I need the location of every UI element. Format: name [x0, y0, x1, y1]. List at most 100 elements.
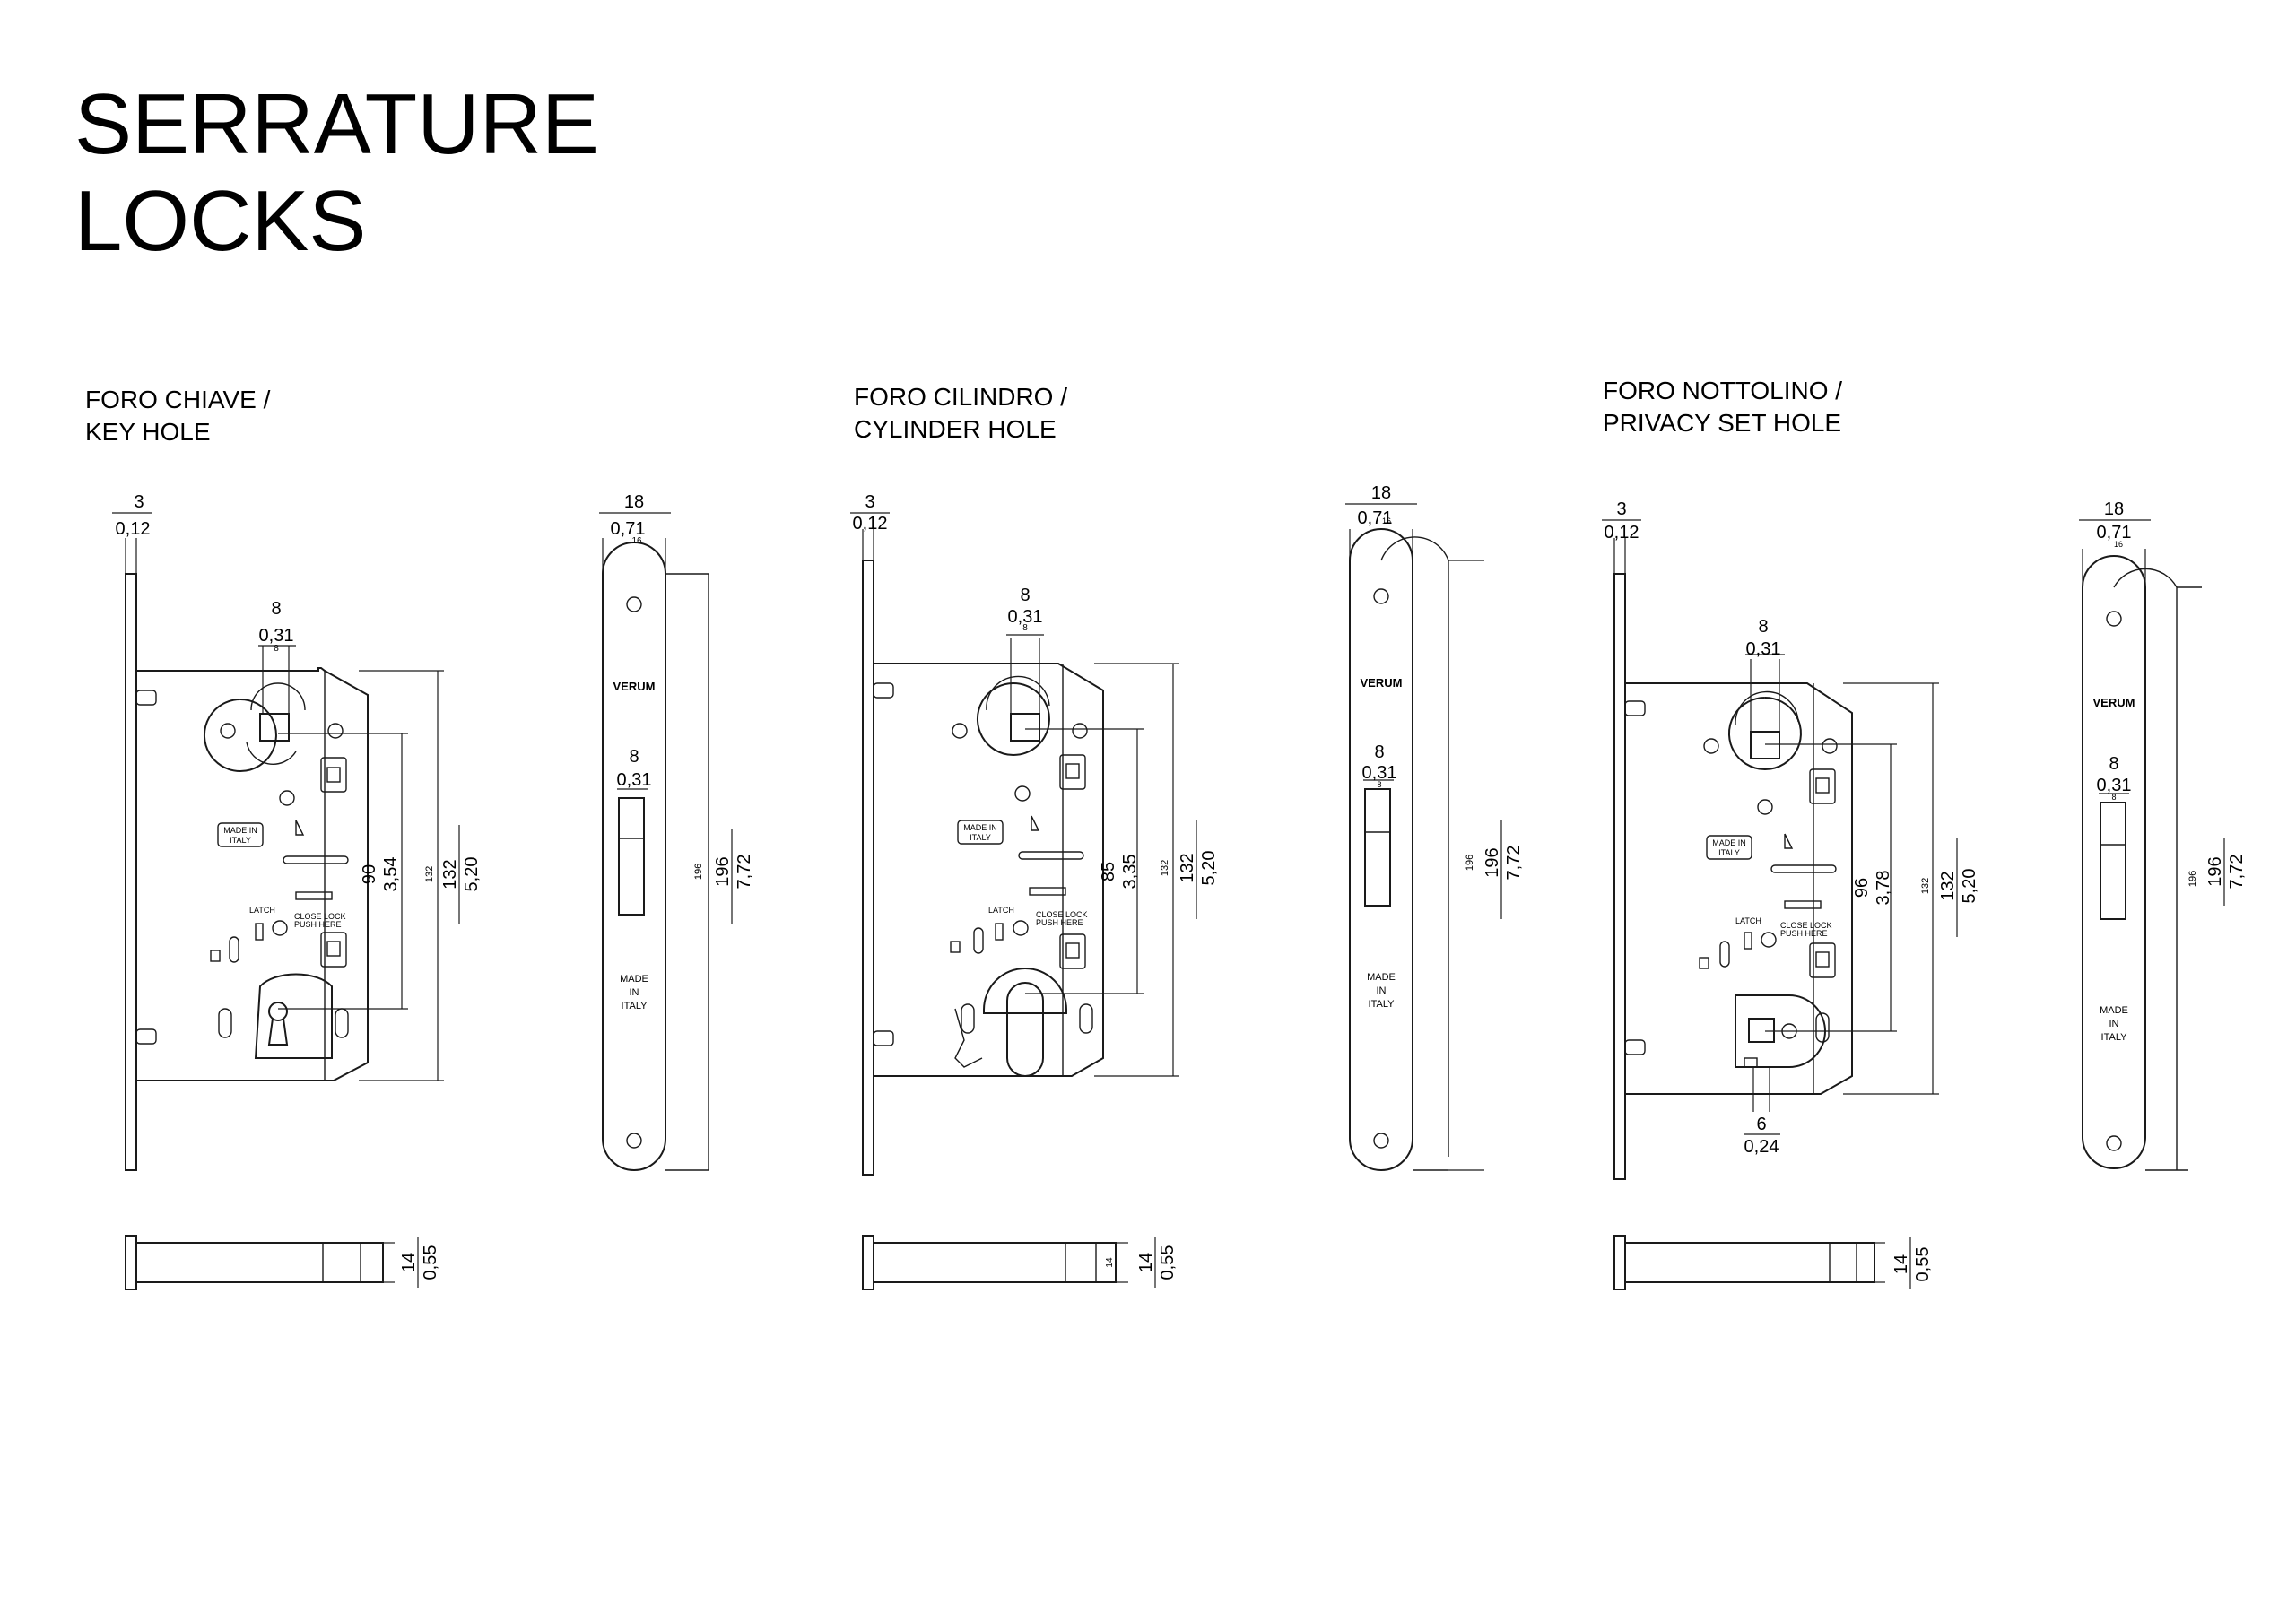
brand-label: VERUM	[1361, 676, 1403, 690]
dim-spindle-small: 8	[274, 644, 279, 654]
svg-text:MADE: MADE	[1367, 972, 1396, 983]
latch-label: LATCH	[249, 906, 275, 915]
svg-text:IN: IN	[1377, 985, 1387, 996]
latch-label: LATCH	[988, 906, 1014, 915]
spindle-square	[1010, 713, 1040, 742]
front-plate	[125, 573, 137, 1171]
brand-label: VERUM	[613, 680, 656, 693]
latch-slot	[2100, 802, 2126, 920]
svg-text:ITALY: ITALY	[970, 833, 991, 842]
close-lock-label: CLOSE LOCK	[1780, 921, 1832, 930]
dim-height-mm: 132	[1938, 871, 1958, 900]
section-label-it: FORO CHIAVE /	[85, 386, 271, 413]
lock-drawing-cylinder-hole: 3 0,12 8 0,31 8 MADE IN ITALY LATCH CLOS…	[850, 483, 1524, 1290]
dim-height-in: 5,20	[1960, 869, 1979, 904]
brand-label: VERUM	[2093, 696, 2135, 709]
follower-hub	[976, 682, 1050, 756]
svg-text:ITALY: ITALY	[230, 836, 251, 845]
dim-face-mm: 18	[2104, 499, 2124, 519]
dim-face-h-in: 7,72	[1504, 846, 1524, 881]
lock-case	[874, 663, 1104, 1077]
face-plate	[602, 542, 666, 1171]
front-plate	[1613, 573, 1626, 1180]
dim-depth-mm: 14	[399, 1253, 419, 1272]
dim-plate-in: 0,12	[853, 514, 888, 534]
dim-height-mm: 132	[440, 859, 460, 889]
dim-face-h-mm: 196	[1483, 847, 1502, 877]
dim-face-h-small: 196	[693, 864, 704, 880]
dim-height-in: 5,20	[1199, 851, 1219, 886]
dim-privacy-mm: 6	[1756, 1115, 1766, 1134]
dim-face-h-small: 196	[2187, 871, 2198, 887]
dim-face-mm: 18	[624, 492, 644, 512]
close-lock-label: CLOSE LOCK	[1036, 910, 1088, 919]
latch-label: LATCH	[1735, 916, 1761, 925]
front-plate	[862, 560, 874, 1176]
dim-spindle-small: 8	[1022, 623, 1028, 633]
svg-text:ITALY: ITALY	[1369, 999, 1396, 1010]
dim-slot-in: 0,31	[617, 770, 652, 790]
dim-plate-mm: 3	[865, 492, 874, 512]
lock-case	[1625, 682, 1853, 1095]
dim-depth-in: 0,55	[1158, 1245, 1178, 1280]
dim-slot-mm: 8	[629, 747, 639, 767]
spindle-square	[1750, 731, 1780, 759]
svg-text:ITALY: ITALY	[2101, 1032, 2128, 1043]
dim-depth-in: 0,55	[421, 1245, 440, 1280]
dim-privacy-in: 0,24	[1744, 1137, 1779, 1157]
push-here-label: PUSH HERE	[1036, 918, 1083, 927]
latch-slot	[618, 797, 645, 916]
latch-slot	[1364, 788, 1391, 907]
dim-height-small: 132	[1920, 878, 1931, 894]
dim-center-in: 3,78	[1874, 871, 1893, 906]
cylinder-escutcheon	[983, 967, 1067, 1014]
dim-face-in: 0,71	[1358, 508, 1393, 528]
svg-text:MADE IN: MADE IN	[223, 826, 257, 835]
dim-spindle-in: 0,31	[259, 626, 294, 646]
dim-face-mm: 18	[1371, 483, 1391, 503]
svg-text:MADE: MADE	[2100, 1005, 2128, 1016]
section-label-privacy-set-hole: FORO NOTTOLINO / PRIVACY SET HOLE	[1603, 375, 1842, 439]
dim-plate-in: 0,12	[1605, 523, 1639, 542]
push-here-label: PUSH HERE	[294, 920, 342, 929]
page-title: SERRATURE LOCKS	[74, 76, 599, 270]
dim-height-mm: 132	[1178, 853, 1197, 882]
section-label-it: FORO NOTTOLINO /	[1603, 377, 1843, 404]
key-hole-escutcheon	[254, 973, 333, 1059]
follower-hub	[203, 699, 277, 772]
dim-slot-small: 8	[2111, 793, 2116, 802]
dim-height-in: 5,20	[462, 857, 482, 892]
follower-hub	[1727, 697, 1802, 770]
dim-height-small: 132	[1160, 860, 1170, 876]
svg-text:IN: IN	[630, 987, 639, 998]
svg-text:MADE IN: MADE IN	[1712, 838, 1746, 847]
section-label-en: CYLINDER HOLE	[854, 415, 1057, 443]
dim-center-mm: 96	[1852, 878, 1872, 898]
bottom-view-body	[873, 1242, 1117, 1283]
dim-spindle-mm: 8	[1020, 586, 1030, 605]
privacy-set-housing	[1735, 994, 1826, 1068]
dim-center-mm: 90	[360, 864, 379, 884]
lock-case	[136, 667, 369, 1081]
dim-depth-in: 0,55	[1913, 1247, 1933, 1282]
privacy-set-square	[1748, 1018, 1775, 1043]
lock-drawing-privacy-set-hole: 3 0,12 8 0,31 MADE IN ITALY LATCH CLOSE …	[1602, 499, 2247, 1290]
dim-face-small: 16	[2114, 540, 2123, 549]
close-lock-label: CLOSE LOCK	[294, 912, 346, 921]
dim-slot-in: 0,31	[1362, 763, 1397, 783]
dim-depth-mm: 14	[1892, 1254, 1911, 1274]
dim-face-in: 0,71	[2097, 523, 2132, 542]
made-in-italy-badge	[957, 820, 1004, 845]
dim-slot-in: 0,31	[2097, 776, 2132, 795]
bottom-view-body	[1624, 1242, 1875, 1283]
section-label-it: FORO CILINDRO /	[854, 383, 1068, 411]
dim-plate-mm: 3	[1616, 499, 1626, 519]
cylinder-hole	[1006, 981, 1044, 1077]
bottom-view-plate	[125, 1235, 137, 1290]
key-hole	[268, 1002, 288, 1021]
dim-face-small: 16	[1382, 516, 1391, 525]
dim-face-h-small: 196	[1465, 855, 1475, 871]
dim-face-h-in: 7,72	[735, 855, 754, 890]
push-here-label: PUSH HERE	[1780, 929, 1828, 938]
